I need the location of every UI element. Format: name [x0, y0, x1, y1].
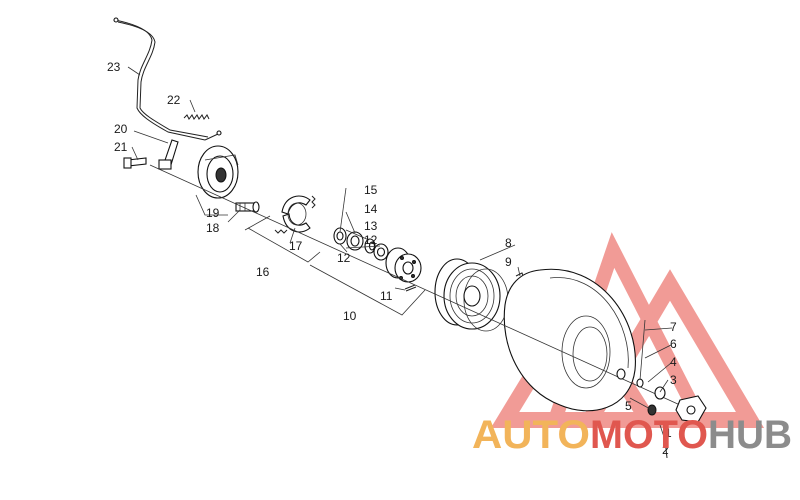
callout-21: 21 [114, 140, 128, 154]
callout-5: 5 [625, 399, 632, 413]
callout-labels: 23 22 20 21 19 18 17 16 15 14 13 12 12 1… [107, 60, 677, 457]
lever-bolt [123, 157, 147, 169]
axle-hardware [149, 164, 707, 459]
callout-8: 8 [505, 236, 512, 250]
spring [183, 114, 210, 120]
seal-outer [333, 227, 347, 245]
callout-12-lower: 12 [337, 251, 351, 265]
tire [503, 268, 636, 412]
callout-17: 17 [289, 239, 303, 253]
watermark-auto: AUTO [472, 413, 590, 457]
wheel-rim [434, 258, 509, 332]
callout-16: 16 [256, 265, 270, 279]
callout-13: 13 [364, 219, 378, 233]
callout-10: 10 [343, 309, 357, 323]
callout-11: 11 [380, 289, 393, 303]
callout-20: 20 [114, 122, 128, 136]
callout-18: 18 [206, 221, 220, 235]
callout-1: 1 [665, 426, 672, 440]
watermark-hub: HUB [708, 413, 792, 457]
watermark-moto: MOTO [590, 413, 708, 457]
brake-plate [197, 145, 239, 199]
callout-15: 15 [364, 183, 378, 197]
watermark-text: AUTO MOTO HUB [472, 413, 792, 457]
callout-6: 6 [670, 337, 677, 351]
brake-cable [113, 17, 222, 141]
callout-3: 3 [670, 373, 677, 387]
spacer [364, 238, 376, 254]
callout-14: 14 [364, 202, 378, 216]
bearing-outer [346, 231, 364, 251]
callout-22: 22 [167, 93, 181, 107]
bearing-inner [373, 243, 389, 261]
callout-2: 2 [662, 443, 669, 457]
leader-lines [127, 66, 673, 441]
brake-cam [235, 201, 260, 213]
brake-shoes [274, 195, 316, 234]
callout-23: 23 [107, 60, 121, 74]
callout-4: 4 [670, 355, 677, 369]
callout-19: 19 [206, 206, 220, 220]
cotter-pin [404, 284, 417, 292]
brake-lever [158, 139, 179, 170]
callout-12-upper: 12 [364, 233, 378, 247]
callout-7: 7 [670, 320, 677, 334]
callout-9: 9 [505, 255, 512, 269]
wheel-hub [385, 247, 422, 283]
